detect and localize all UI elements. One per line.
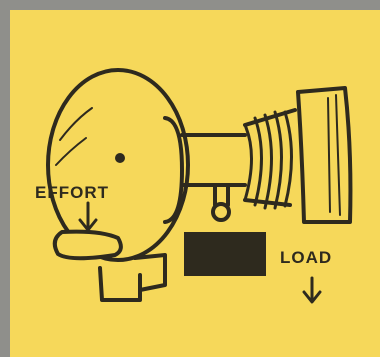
load-arrow [304,278,320,302]
support-leg [100,268,140,300]
effort-label: EFFORT [35,183,109,203]
effort-handle [55,232,121,259]
thread-bottom [245,200,290,205]
load-weight [184,232,266,276]
thread-coils [245,112,292,208]
end-block [298,88,350,222]
load-hook [213,204,229,220]
load-hanger [215,185,228,205]
load-label: LOAD [280,248,332,268]
wheel-center-dot [115,153,125,163]
